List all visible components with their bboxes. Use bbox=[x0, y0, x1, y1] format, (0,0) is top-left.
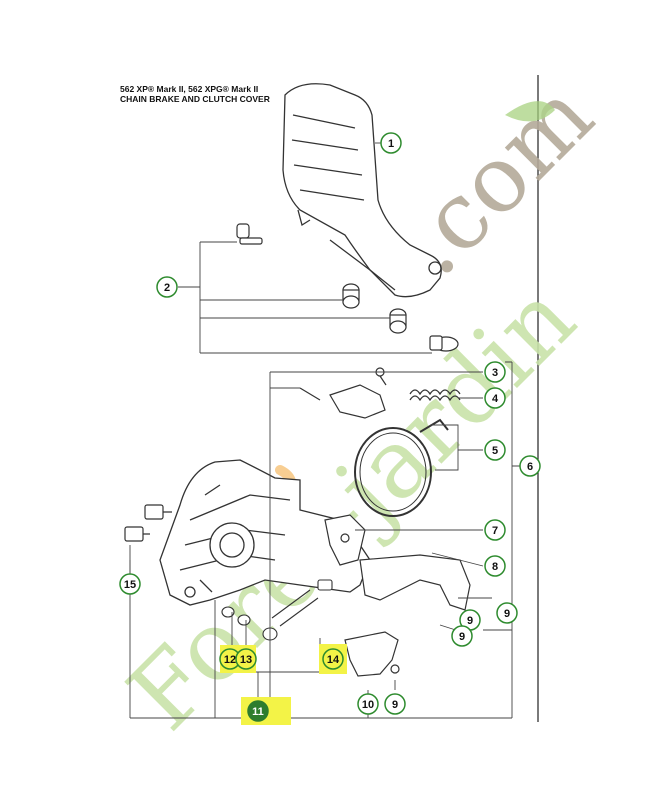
callout-9-c: 9 bbox=[451, 625, 473, 647]
callout-9-b-label: 9 bbox=[467, 615, 473, 627]
callout-9-d: 9 bbox=[384, 693, 406, 715]
part-brake-lever bbox=[299, 367, 387, 419]
callout-6-label: 6 bbox=[527, 461, 533, 473]
part-clutch-cover bbox=[159, 459, 371, 606]
callout-9-d-label: 9 bbox=[392, 699, 398, 711]
callout-13: 13 bbox=[235, 648, 257, 670]
callout-13-label: 13 bbox=[240, 654, 252, 666]
part-bushing bbox=[342, 283, 360, 309]
callout-15-label: 15 bbox=[124, 579, 136, 591]
part-nuts bbox=[124, 504, 172, 542]
callout-9-c-label: 9 bbox=[459, 631, 465, 643]
callout-6: 6 bbox=[519, 455, 541, 477]
part-bolt-shoulder bbox=[429, 335, 459, 352]
callout-2: 2 bbox=[156, 276, 178, 298]
callout-4: 4 bbox=[484, 387, 506, 409]
callout-14-label: 14 bbox=[327, 654, 340, 666]
watermark-leaf bbox=[505, 101, 555, 122]
callout-5-label: 5 bbox=[492, 445, 498, 457]
callout-3-label: 3 bbox=[492, 367, 498, 379]
callout-1-label: 1 bbox=[388, 138, 394, 150]
callout-9-a-label: 9 bbox=[504, 608, 510, 620]
callout-11: 11 bbox=[247, 700, 269, 722]
callout-14: 14 bbox=[322, 648, 344, 670]
callout-5: 5 bbox=[484, 439, 506, 461]
diagram-title: 562 XP® Mark II, 562 XPG® Mark II CHAIN … bbox=[120, 84, 270, 104]
watermark-domain: .com bbox=[380, 62, 614, 296]
callout-15: 15 bbox=[119, 573, 141, 595]
part-brake-band bbox=[354, 418, 449, 517]
callout-11-label: 11 bbox=[252, 706, 264, 718]
callout-8-label: 8 bbox=[492, 561, 498, 573]
section-title: CHAIN BRAKE AND CLUTCH COVER bbox=[120, 94, 270, 104]
part-brake-mechanism bbox=[324, 514, 366, 566]
part-chain-brake-handle bbox=[282, 83, 442, 298]
callout-7: 7 bbox=[484, 519, 506, 541]
callout-10-label: 10 bbox=[362, 699, 374, 711]
model-line: 562 XP® Mark II, 562 XPG® Mark II bbox=[120, 84, 259, 94]
callout-1: 1 bbox=[380, 132, 402, 154]
part-cover-plate bbox=[344, 631, 400, 677]
callout-7-label: 7 bbox=[492, 525, 498, 537]
part-bolt-top bbox=[236, 223, 263, 245]
callout-8: 8 bbox=[484, 555, 506, 577]
part-spacer bbox=[389, 308, 407, 334]
part-spring bbox=[409, 389, 461, 402]
callout-3: 3 bbox=[484, 361, 506, 383]
part-guide bbox=[359, 554, 471, 611]
callout-9-a: 9 bbox=[496, 602, 518, 624]
callout-2-label: 2 bbox=[164, 282, 170, 294]
callout-4-label: 4 bbox=[492, 393, 499, 405]
callout-12-label: 12 bbox=[224, 654, 236, 666]
callout-10: 10 bbox=[357, 693, 379, 715]
